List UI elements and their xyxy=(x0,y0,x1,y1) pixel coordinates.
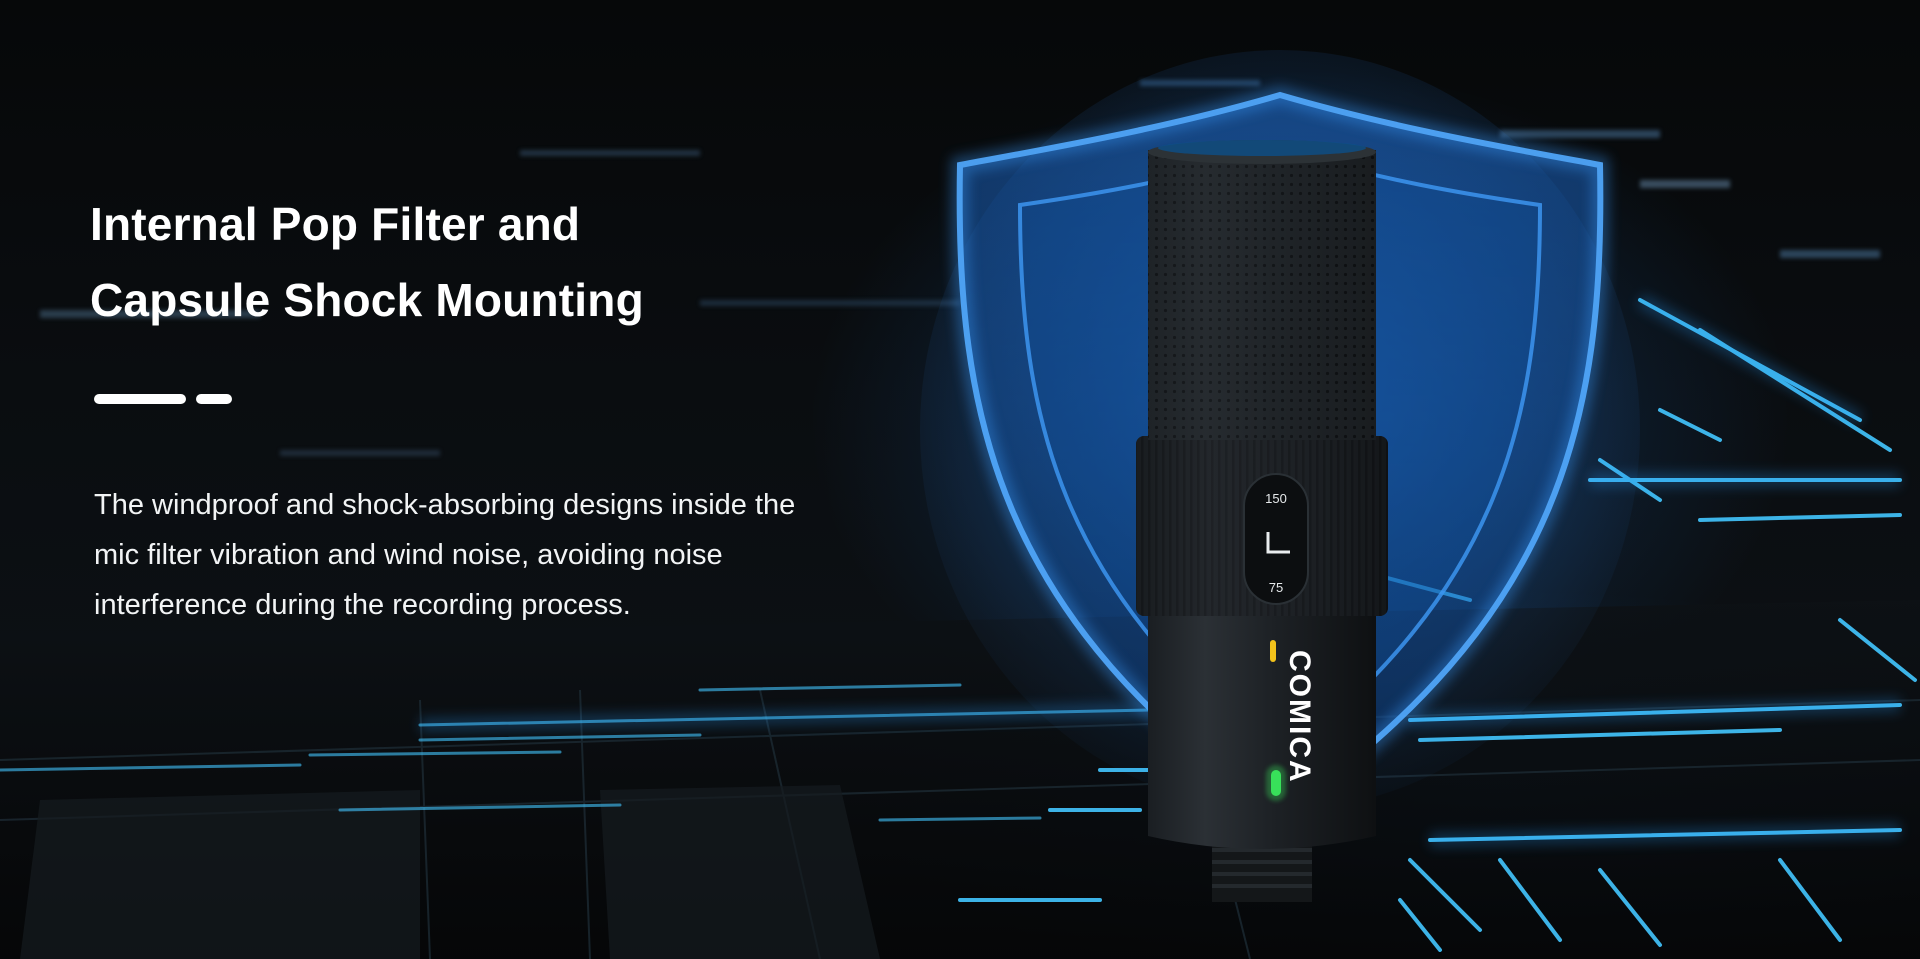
description-line-1: The windproof and shock-absorbing design… xyxy=(94,489,796,521)
title-line-2: Capsule Shock Mounting xyxy=(90,274,644,326)
dial-label-bottom: 75 xyxy=(1269,580,1283,595)
title-divider xyxy=(94,394,234,404)
feature-description: The windproof and shock-absorbing design… xyxy=(94,480,944,630)
divider-bar-long xyxy=(94,394,186,404)
description-line-3: interference during the recording proces… xyxy=(94,589,631,621)
description-line-2: mic filter vibration and wind noise, avo… xyxy=(94,539,723,571)
dial-label-top: 150 xyxy=(1265,491,1287,506)
brand-wordmark: COMICA xyxy=(1283,650,1316,784)
divider-bar-short xyxy=(196,394,232,404)
title-line-1: Internal Pop Filter and xyxy=(90,198,581,250)
page-title: Internal Pop Filter and Capsule Shock Mo… xyxy=(90,186,810,338)
microphone: COMICA xyxy=(1136,140,1388,902)
